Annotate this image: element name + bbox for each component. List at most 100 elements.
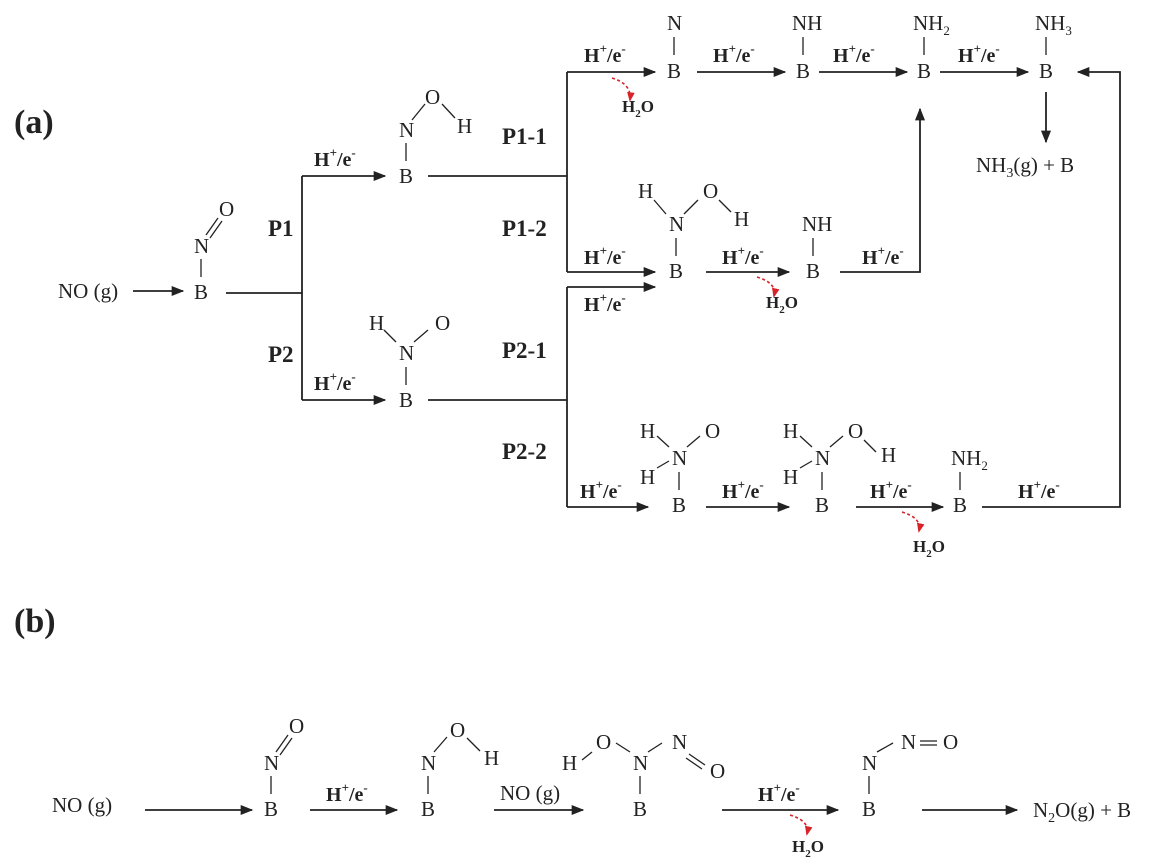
- step-label: H+/e-: [722, 243, 764, 269]
- panel-a-label: (a): [14, 104, 54, 141]
- step-label: H+/e-: [833, 41, 875, 67]
- svg-text:H+/e-: H+/e-: [722, 477, 764, 503]
- svg-text:H+/e-: H+/e-: [584, 290, 626, 316]
- svg-text:O: O: [943, 730, 958, 754]
- molecule-b-noh: B N O H: [421, 718, 499, 821]
- svg-text:N: N: [672, 730, 687, 754]
- molecule-b-n: B N: [667, 11, 682, 83]
- step-label: H+/e-: [584, 243, 626, 269]
- svg-text:NH: NH: [802, 212, 832, 236]
- svg-text:H+/e-: H+/e-: [758, 780, 800, 806]
- svg-text:B: B: [194, 280, 208, 304]
- water-release-arrow: [611, 77, 635, 102]
- path-p1-2-label: P1-2: [502, 216, 547, 241]
- step-label: H+/e-: [326, 780, 368, 806]
- svg-text:O: O: [710, 759, 725, 783]
- svg-text:B: B: [667, 59, 681, 83]
- water-release-arrow: [901, 511, 925, 533]
- svg-text:B: B: [421, 797, 435, 821]
- molecule-b-nh: B NH: [802, 212, 832, 283]
- svg-text:N: N: [399, 341, 414, 365]
- svg-text:H+/e-: H+/e-: [1018, 477, 1060, 503]
- svg-text:O: O: [596, 730, 611, 754]
- svg-text:B: B: [399, 164, 413, 188]
- svg-text:H: H: [783, 465, 798, 489]
- svg-text:H+/e-: H+/e-: [722, 243, 764, 269]
- svg-text:B: B: [672, 493, 686, 517]
- no-gas-label: NO (g): [58, 279, 118, 303]
- svg-text:H+/e-: H+/e-: [958, 41, 1000, 67]
- step-label: H+/e-: [722, 477, 764, 503]
- water-label: H2O: [766, 293, 798, 316]
- step-label: H+/e-: [314, 145, 356, 171]
- path-p1-1-label: P1-1: [502, 124, 547, 149]
- svg-text:O: O: [450, 718, 465, 742]
- svg-text:H+/e-: H+/e-: [713, 41, 755, 67]
- path-p2-label: P2: [268, 342, 294, 367]
- svg-text:H: H: [484, 746, 499, 770]
- svg-text:N: N: [901, 730, 916, 754]
- svg-text:B: B: [796, 59, 810, 83]
- svg-text:H+/e-: H+/e-: [584, 41, 626, 67]
- molecule-b-nh: B NH: [792, 11, 822, 83]
- water-label: H2O: [622, 97, 654, 120]
- molecule-b-n-no: B N N O: [862, 730, 958, 821]
- svg-text:O: O: [705, 419, 720, 443]
- svg-text:H: H: [734, 207, 749, 231]
- svg-text:H: H: [640, 419, 655, 443]
- water-release-arrow: [789, 814, 813, 836]
- svg-text:H+/e-: H+/e-: [326, 780, 368, 806]
- step-label: H+/e-: [580, 477, 622, 503]
- svg-text:B: B: [633, 797, 647, 821]
- svg-text:N: N: [862, 751, 877, 775]
- svg-text:H: H: [369, 311, 384, 335]
- svg-text:H: H: [881, 443, 896, 467]
- path-p2-2-label: P2-2: [502, 439, 547, 464]
- molecule-b-n-o: B N O: [194, 197, 234, 304]
- svg-text:NH3: NH3: [1035, 11, 1072, 38]
- svg-text:O: O: [435, 311, 450, 335]
- svg-text:N: N: [264, 751, 279, 775]
- svg-text:B: B: [806, 259, 820, 283]
- svg-text:H2O: H2O: [622, 97, 654, 120]
- path-p2-1-label: P2-1: [502, 338, 547, 363]
- svg-text:H+/e-: H+/e-: [833, 41, 875, 67]
- molecule-b-nh2-oh: B N H H O H: [783, 419, 896, 517]
- no-gas-reagent-label: NO (g): [500, 781, 560, 805]
- svg-text:NH2: NH2: [951, 446, 988, 473]
- n2o-product-label: N2O(g) + B: [1033, 798, 1131, 826]
- svg-text:N: N: [672, 446, 687, 470]
- molecule-b-noh: B N O H: [399, 85, 472, 188]
- svg-text:B: B: [862, 797, 876, 821]
- svg-text:H2O: H2O: [766, 293, 798, 316]
- step-label: H+/e-: [870, 477, 912, 503]
- molecule-b-nh2: B NH2: [951, 446, 988, 517]
- svg-text:H+/e-: H+/e-: [314, 369, 356, 395]
- svg-text:B: B: [399, 388, 413, 412]
- svg-text:H+/e-: H+/e-: [862, 243, 904, 269]
- svg-text:N: N: [669, 212, 684, 236]
- svg-text:H+/e-: H+/e-: [314, 145, 356, 171]
- svg-text:H+/e-: H+/e-: [584, 243, 626, 269]
- step-label: H+/e-: [862, 243, 904, 269]
- svg-text:O: O: [848, 419, 863, 443]
- svg-text:B: B: [669, 259, 683, 283]
- svg-text:H+/e-: H+/e-: [580, 477, 622, 503]
- svg-text:B: B: [917, 59, 931, 83]
- svg-text:NH3(g) + B: NH3(g) + B: [976, 153, 1074, 181]
- svg-text:NH2: NH2: [913, 11, 950, 38]
- step-label: H+/e-: [584, 41, 626, 67]
- svg-text:N2O(g) + B: N2O(g) + B: [1033, 798, 1131, 826]
- molecule-b-nh2: B NH2: [913, 11, 950, 83]
- svg-text:N: N: [667, 11, 682, 35]
- nh3-product-label: NH3(g) + B: [976, 153, 1074, 181]
- svg-text:N: N: [194, 234, 209, 258]
- molecule-b-nh3: B NH3: [1035, 11, 1072, 83]
- panel-b-label: (b): [14, 603, 56, 640]
- svg-text:O: O: [703, 179, 718, 203]
- svg-text:B: B: [264, 797, 278, 821]
- svg-text:N: N: [421, 751, 436, 775]
- water-label: H2O: [792, 837, 824, 857]
- molecule-b-nh2-o: B N H H O: [640, 419, 720, 517]
- step-label: H+/e-: [584, 290, 626, 316]
